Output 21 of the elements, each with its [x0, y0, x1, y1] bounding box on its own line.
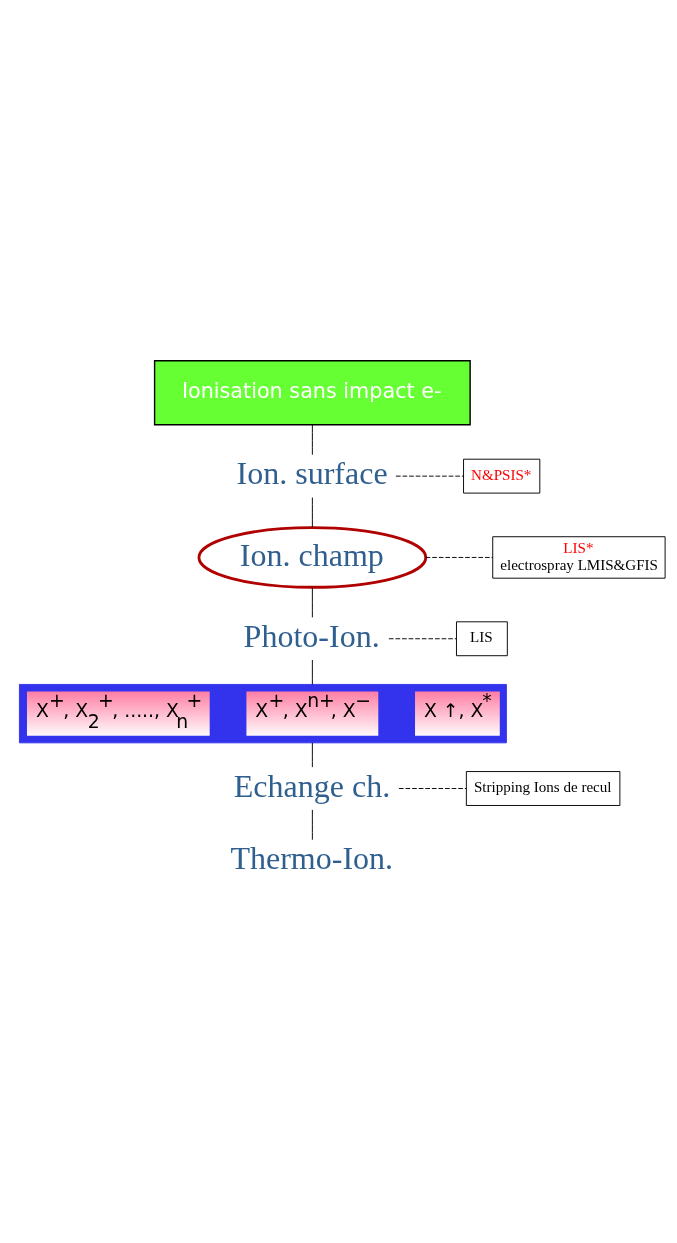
node-text: Photo-Ion.: [243, 617, 380, 654]
connector: [311, 424, 313, 456]
node-box: N&PSIS*: [463, 458, 541, 494]
connector: [395, 475, 464, 477]
node-text: Echange ch.: [233, 767, 391, 804]
connector: [388, 638, 457, 640]
node-box: LIS: [456, 621, 508, 657]
node-text: Ion. surface: [236, 455, 388, 492]
node-ellipse: Ion. champ: [197, 526, 428, 589]
connector: [311, 659, 313, 685]
node-box: LIS* electrospray LMIS&GFIS: [492, 536, 666, 579]
connector: [311, 809, 313, 841]
connector: [311, 742, 313, 768]
connector: [311, 587, 313, 618]
connector: [398, 788, 467, 789]
cluster: [18, 683, 507, 744]
connector: [425, 557, 494, 558]
node-box: Ionisation sans impact e-: [153, 360, 471, 426]
node-box: Stripping Ions de recul: [465, 771, 621, 806]
connector: [311, 497, 313, 528]
node-text: Thermo-Ion.: [230, 840, 394, 877]
